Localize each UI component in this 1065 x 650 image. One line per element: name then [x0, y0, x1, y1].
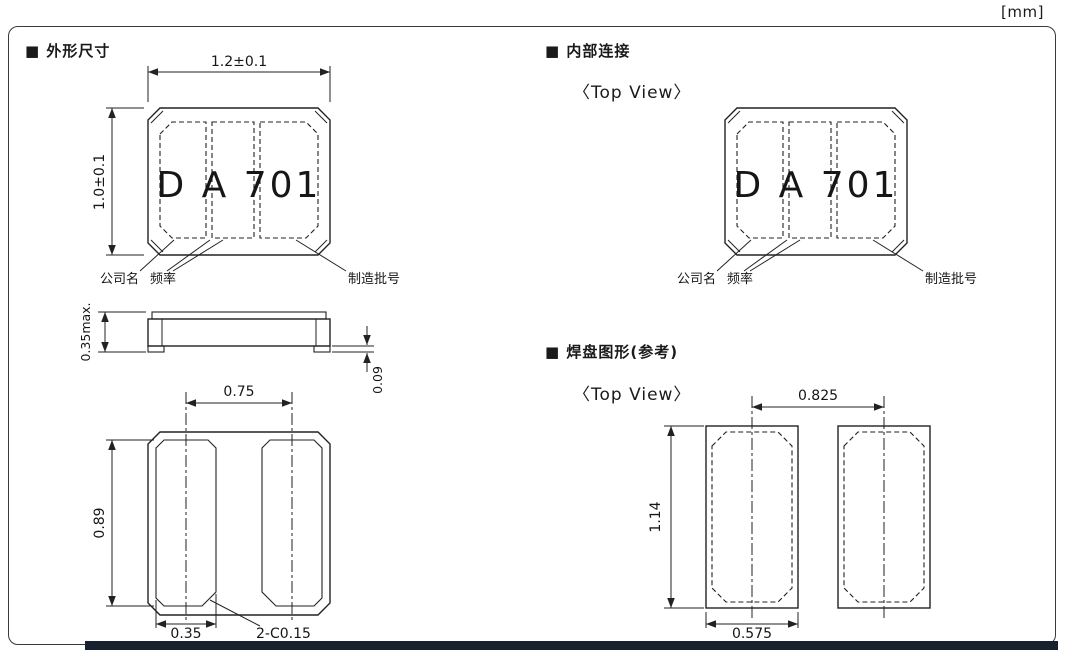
bottom-pads	[155, 392, 323, 620]
land-pattern-drawing: 0.825 1.14 0.575	[648, 388, 931, 642]
label-company: 公司名	[100, 271, 139, 287]
footer-bar	[85, 641, 1058, 650]
package-marking: D A 701	[734, 165, 899, 206]
marking-callouts: 公司名 频率 制造批号	[677, 239, 977, 287]
dim-chamfer-label: 2-C0.15	[256, 626, 311, 642]
package-outline	[724, 107, 908, 256]
section-title-internal: ■ 内部连接	[545, 42, 631, 60]
dimension-land-width: 0.575	[705, 612, 799, 642]
dimension-pad-pitch: 0.75	[186, 384, 292, 407]
dim-pad-pitch-label: 0.75	[223, 384, 254, 400]
label-company: 公司名	[677, 271, 716, 287]
dim-width-label: 1.2±0.1	[211, 54, 267, 70]
dimension-land-pitch: 0.825	[752, 388, 884, 411]
label-frequency: 频率	[727, 271, 753, 287]
package-outline	[147, 107, 331, 256]
dim-land-height-label: 1.14	[648, 501, 664, 532]
dimension-height: 1.0±0.1	[92, 107, 144, 256]
package-marking: D A 701	[157, 165, 322, 206]
label-frequency: 频率	[150, 271, 176, 287]
land-pads	[705, 396, 931, 620]
dim-height-label: 1.0±0.1	[92, 154, 108, 210]
dimension-pad-thickness: 0.09	[332, 326, 385, 394]
package-side-outline	[147, 311, 331, 353]
section-title-land: ■ 焊盘图形(参考)	[545, 343, 679, 361]
dimension-thickness: 0.35max.	[78, 302, 146, 362]
section-title-outline: ■ 外形尺寸	[25, 42, 111, 60]
dimension-pad-length: 0.89	[92, 439, 154, 607]
land-top-view-label: 〈Top View〉	[573, 385, 692, 405]
package-bottom-outline	[147, 431, 331, 616]
outline-top-view-drawing: D A 701 1.2±0.1 1.0±0.1 公司名 频率 制造批号	[92, 54, 400, 287]
chamfer-callout: 2-C0.15	[209, 599, 311, 642]
unit-label: [mm]	[1001, 3, 1044, 21]
internal-top-view-label: 〈Top View〉	[573, 83, 692, 103]
dim-pad-length-label: 0.89	[92, 507, 108, 538]
dim-land-width-label: 0.575	[732, 626, 772, 642]
label-lot: 制造批号	[348, 272, 400, 287]
dimension-land-height: 1.14	[648, 425, 704, 609]
internal-connection-drawing: D A 701 公司名 频率 制造批号	[677, 107, 977, 287]
marking-area: D A 701	[734, 121, 899, 239]
dim-pad-thickness-label: 0.09	[370, 366, 385, 394]
label-lot: 制造批号	[925, 272, 977, 287]
dimension-width: 1.2±0.1	[147, 54, 331, 102]
dim-thickness-label: 0.35max.	[78, 302, 93, 361]
marking-callouts: 公司名 频率 制造批号	[100, 239, 400, 287]
outline-side-view-drawing: 0.35max. 0.09	[78, 302, 385, 394]
outline-bottom-view-drawing: 0.75 0.89 0.35 2-C0.15	[92, 384, 331, 642]
marking-area: D A 701	[157, 121, 322, 239]
dim-pad-width-label: 0.35	[170, 626, 201, 642]
dimension-pad-width: 0.35	[155, 594, 217, 642]
dim-land-pitch-label: 0.825	[798, 388, 838, 404]
